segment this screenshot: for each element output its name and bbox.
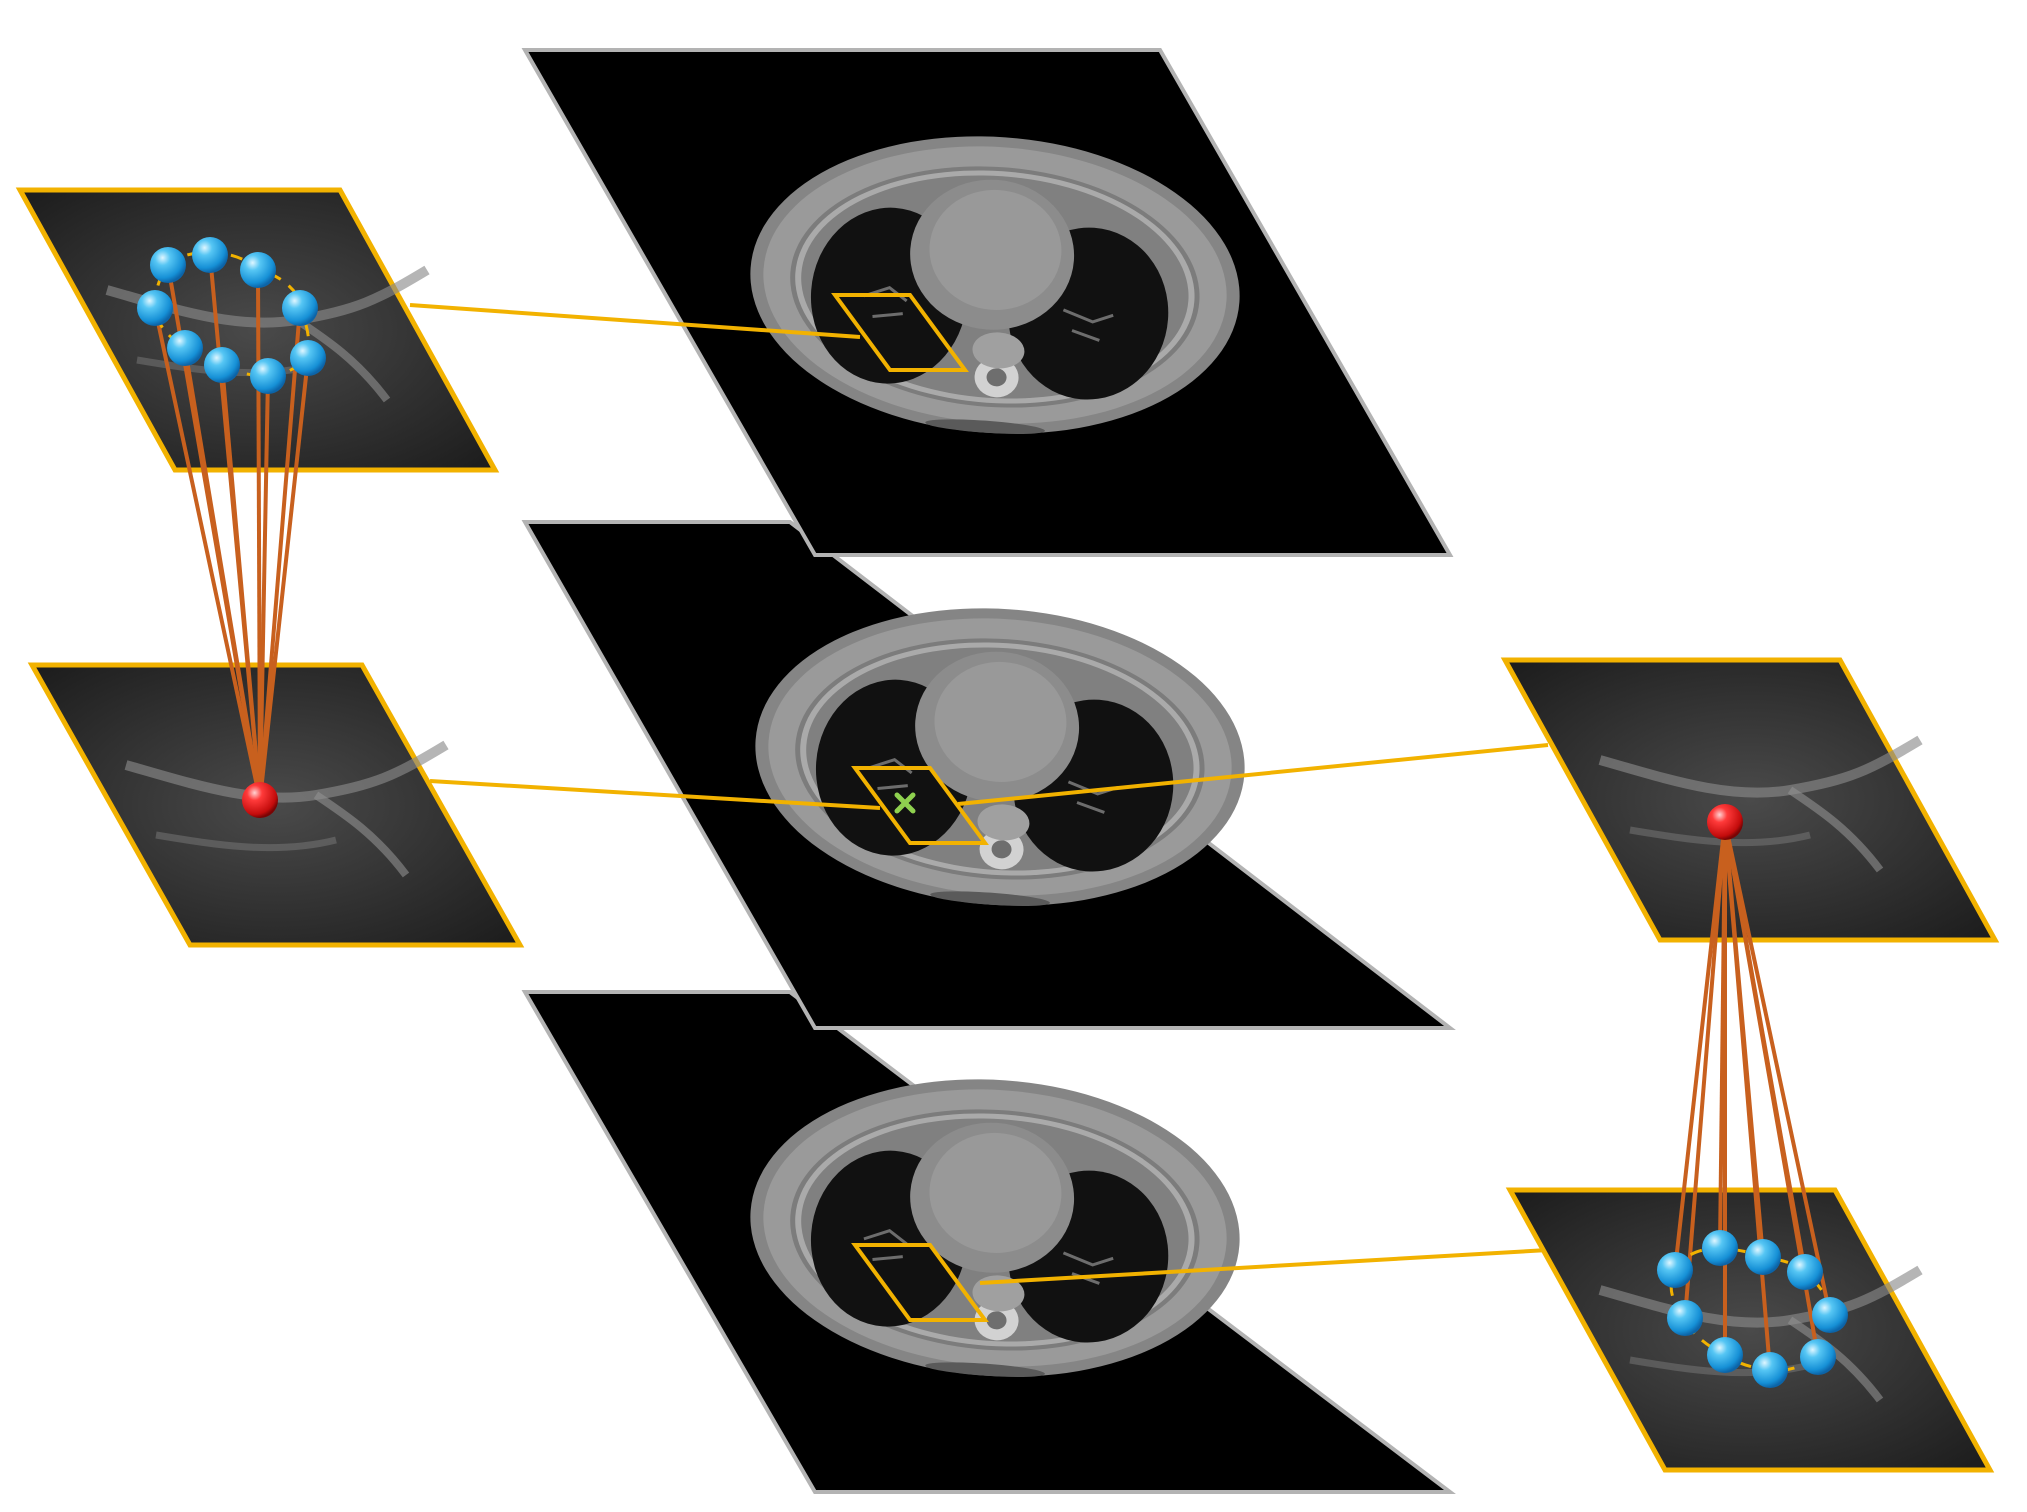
connector-left-top: [409, 303, 861, 339]
blue-sphere-icon: [282, 290, 318, 326]
patch-right-bottom: [1505, 1187, 1995, 1473]
blue-sphere-icon: [1752, 1352, 1788, 1388]
blue-sphere-icon: [204, 347, 240, 383]
blue-sphere-icon: [240, 252, 276, 288]
target-x-mark-icon: [894, 792, 916, 814]
slice-middle: [521, 520, 1456, 1030]
roi-box-top: [831, 293, 969, 372]
blue-sphere-icon: [1657, 1252, 1693, 1288]
blue-sphere-icon: [290, 340, 326, 376]
roi-box-middle: [851, 766, 989, 845]
connector-right-top: [957, 743, 1549, 806]
red-sphere-icon: [1707, 804, 1743, 840]
ring-path-right: [1669, 1246, 1832, 1372]
blue-sphere-icon: [1812, 1297, 1848, 1333]
blue-sphere-icon: [1707, 1337, 1743, 1373]
connector-left-bottom: [429, 779, 881, 810]
blue-sphere-icon: [1787, 1254, 1823, 1290]
neighbor-nodes-right: [1657, 1230, 1848, 1388]
blue-sphere-icon: [1800, 1339, 1836, 1375]
blue-sphere-icon: [1745, 1239, 1781, 1275]
connector-lines: [409, 303, 1549, 1285]
blue-sphere-icon: [192, 237, 228, 273]
slice-top: [521, 48, 1454, 557]
blue-sphere-icon: [250, 358, 286, 394]
neighbor-nodes-left: [137, 237, 326, 394]
patch-right-top: [1500, 657, 2000, 943]
blue-sphere-icon: [167, 330, 203, 366]
blue-sphere-icon: [1667, 1300, 1703, 1336]
blue-sphere-icon: [150, 247, 186, 283]
roi-box-bottom: [851, 1243, 989, 1322]
blue-sphere-icon: [137, 290, 173, 326]
slice-bottom: [521, 990, 1456, 1494]
red-sphere-icon: [242, 782, 278, 818]
connector-right-bottom: [979, 1248, 1549, 1285]
blue-sphere-icon: [1702, 1230, 1738, 1266]
